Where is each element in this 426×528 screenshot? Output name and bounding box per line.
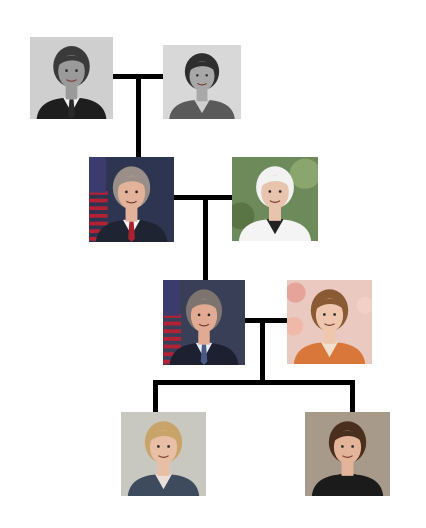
grandfather-bw-portrait	[30, 37, 113, 119]
gen1-husband-photo	[30, 37, 113, 119]
young-woman-blonde-portrait	[121, 412, 206, 496]
children-bracket-line	[153, 380, 355, 385]
gen1-wife-photo	[163, 45, 241, 119]
gen2-husband-photo	[89, 157, 174, 242]
gen3-descent-line	[260, 323, 265, 381]
gen4-child2-photo	[305, 412, 390, 496]
child1-branch-line	[153, 380, 158, 412]
gen2-descent-line	[203, 200, 208, 280]
gen3-wife-photo	[287, 280, 372, 364]
gen2-wife-photo	[232, 157, 318, 241]
grandmother-bw-portrait	[163, 45, 241, 119]
man-with-flag-portrait	[163, 280, 245, 365]
child2-branch-line	[350, 380, 355, 412]
gen1-marriage-line	[113, 74, 163, 79]
gen4-child1-photo	[121, 412, 206, 496]
young-woman-brunette-portrait	[305, 412, 390, 496]
gen1-descent-line	[136, 79, 141, 157]
gen2-marriage-line	[174, 195, 232, 200]
woman-white-hair-portrait	[232, 157, 318, 241]
gen3-husband-photo	[163, 280, 245, 365]
woman-orange-blazer-portrait	[287, 280, 372, 364]
man-with-flag-portrait	[89, 157, 174, 242]
gen3-marriage-line	[245, 318, 287, 323]
